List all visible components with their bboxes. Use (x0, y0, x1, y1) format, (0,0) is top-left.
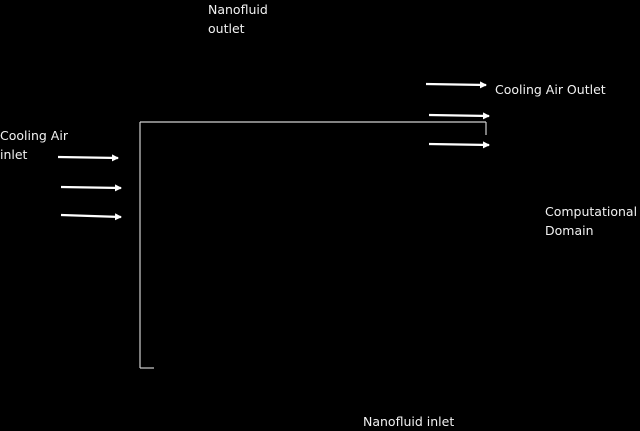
computational-domain-label: Computational Domain (545, 204, 638, 238)
inlet-arrow (57, 154, 119, 162)
inlet-arrow (60, 213, 122, 221)
outlet-arrow (428, 141, 490, 149)
nanofluid-inlet-label: Nanofluid inlet (363, 414, 455, 429)
outlet-arrow (425, 81, 487, 89)
cooling-air-inlet-label: Cooling Air inlet (0, 128, 68, 162)
outlet-arrow (428, 112, 490, 120)
nanofluid-outlet-label: Nanofluid outlet (208, 2, 268, 36)
cooling-air-outlet-label: Cooling Air Outlet (495, 82, 606, 97)
inlet-arrow (60, 184, 122, 192)
